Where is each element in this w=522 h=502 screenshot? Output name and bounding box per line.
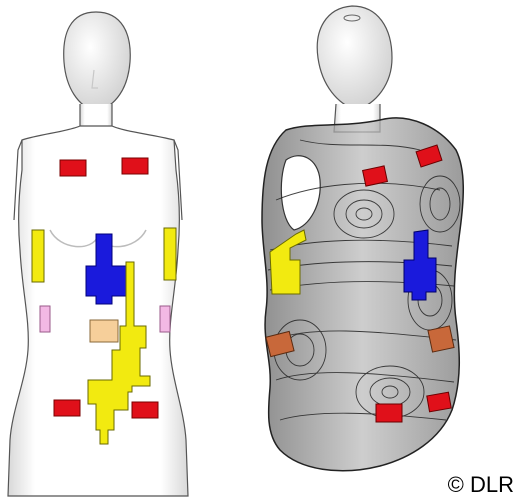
front-pink-pad-left [40,306,50,332]
oblique-red-block-4 [427,392,451,412]
front-yellow-side-right [164,228,176,280]
oblique-red-block-3 [376,404,402,422]
front-red-block-3 [54,400,80,416]
front-red-block-1 [60,160,86,176]
oblique-head [317,6,392,110]
front-red-block-2 [122,158,148,174]
oblique-brown-block-2 [428,326,454,352]
front-red-block-4 [132,402,158,418]
front-peach-block [90,320,118,342]
copyright-credit: © DLR [448,472,514,498]
front-pink-pad-right [160,306,170,332]
front-mannequin [8,12,188,496]
oblique-mannequin [262,6,463,471]
front-yellow-side-left [32,230,44,282]
front-head [64,12,131,112]
